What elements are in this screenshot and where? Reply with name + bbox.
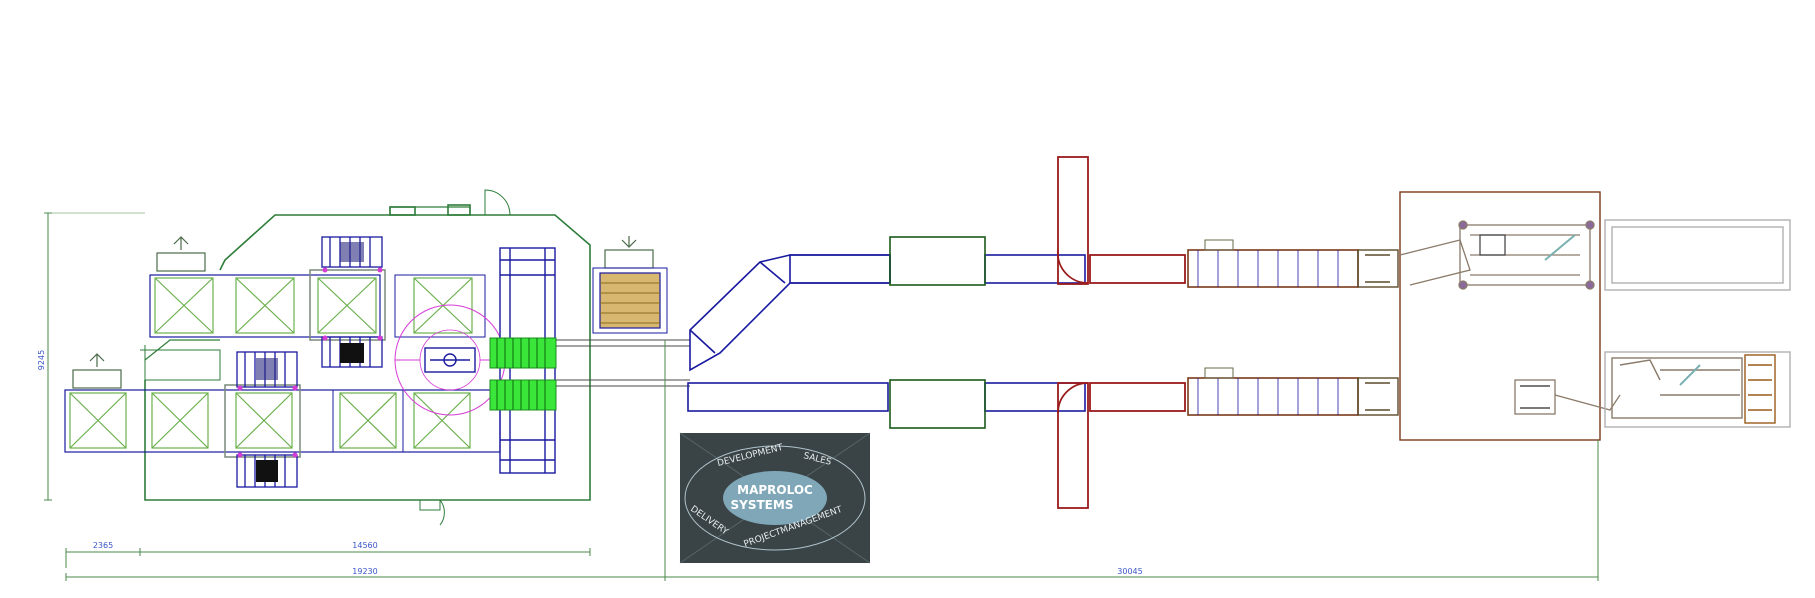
gripper-module-bottom [236, 351, 298, 488]
station-row-lower [64, 384, 501, 458]
dimension-lines [44, 212, 1599, 581]
duct-red-lower [1057, 382, 1186, 509]
station-row-upper [149, 269, 486, 341]
buffer-lower [1604, 351, 1791, 428]
machine-enclosure [1399, 191, 1601, 441]
logo-center-line2: SYSTEMS [731, 498, 794, 512]
company-logo: MAPROLOC SYSTEMS DEVELOPMENT SALES DELIV… [679, 432, 871, 564]
machine-upper [1399, 220, 1595, 290]
dimension-seg-b: 14560 [352, 541, 377, 550]
station-box [235, 392, 293, 449]
dimension-total-right: 30045 [1117, 567, 1142, 576]
machine-lower [1514, 379, 1621, 415]
buffer-upper [1604, 219, 1791, 291]
robot-base [424, 347, 476, 373]
dimension-seg-a: 2365 [93, 541, 113, 550]
magenta-markers [237, 267, 383, 458]
active-conveyor-upper [489, 337, 557, 369]
channel-upper [1187, 239, 1359, 288]
duct-lower [687, 382, 1086, 412]
main-conveyor-lines [556, 339, 690, 387]
station-box [413, 392, 471, 449]
logo-center-line1: MAPROLOC [737, 483, 813, 497]
station-box [235, 277, 295, 334]
duct-boxes [889, 236, 986, 429]
station-box [69, 392, 127, 449]
channel-lower [1187, 367, 1359, 416]
duct-red-upper [1056, 156, 1186, 285]
outlet-tray-right [604, 236, 654, 269]
station-box [151, 392, 209, 449]
outlet-tray-left [72, 353, 122, 389]
outlet-tray-top [156, 236, 206, 272]
station-box [339, 392, 397, 449]
dimension-left-height: 9245 [37, 350, 46, 370]
channel-ends [1357, 249, 1399, 416]
dimension-total-left: 19230 [352, 567, 377, 576]
cell-enclosure [140, 189, 591, 526]
pallet [592, 267, 668, 334]
duct-upper [689, 254, 1086, 372]
active-conveyor-lower [489, 379, 557, 411]
station-box [317, 277, 377, 334]
gripper-module-top [321, 236, 383, 368]
station-box [154, 277, 214, 334]
